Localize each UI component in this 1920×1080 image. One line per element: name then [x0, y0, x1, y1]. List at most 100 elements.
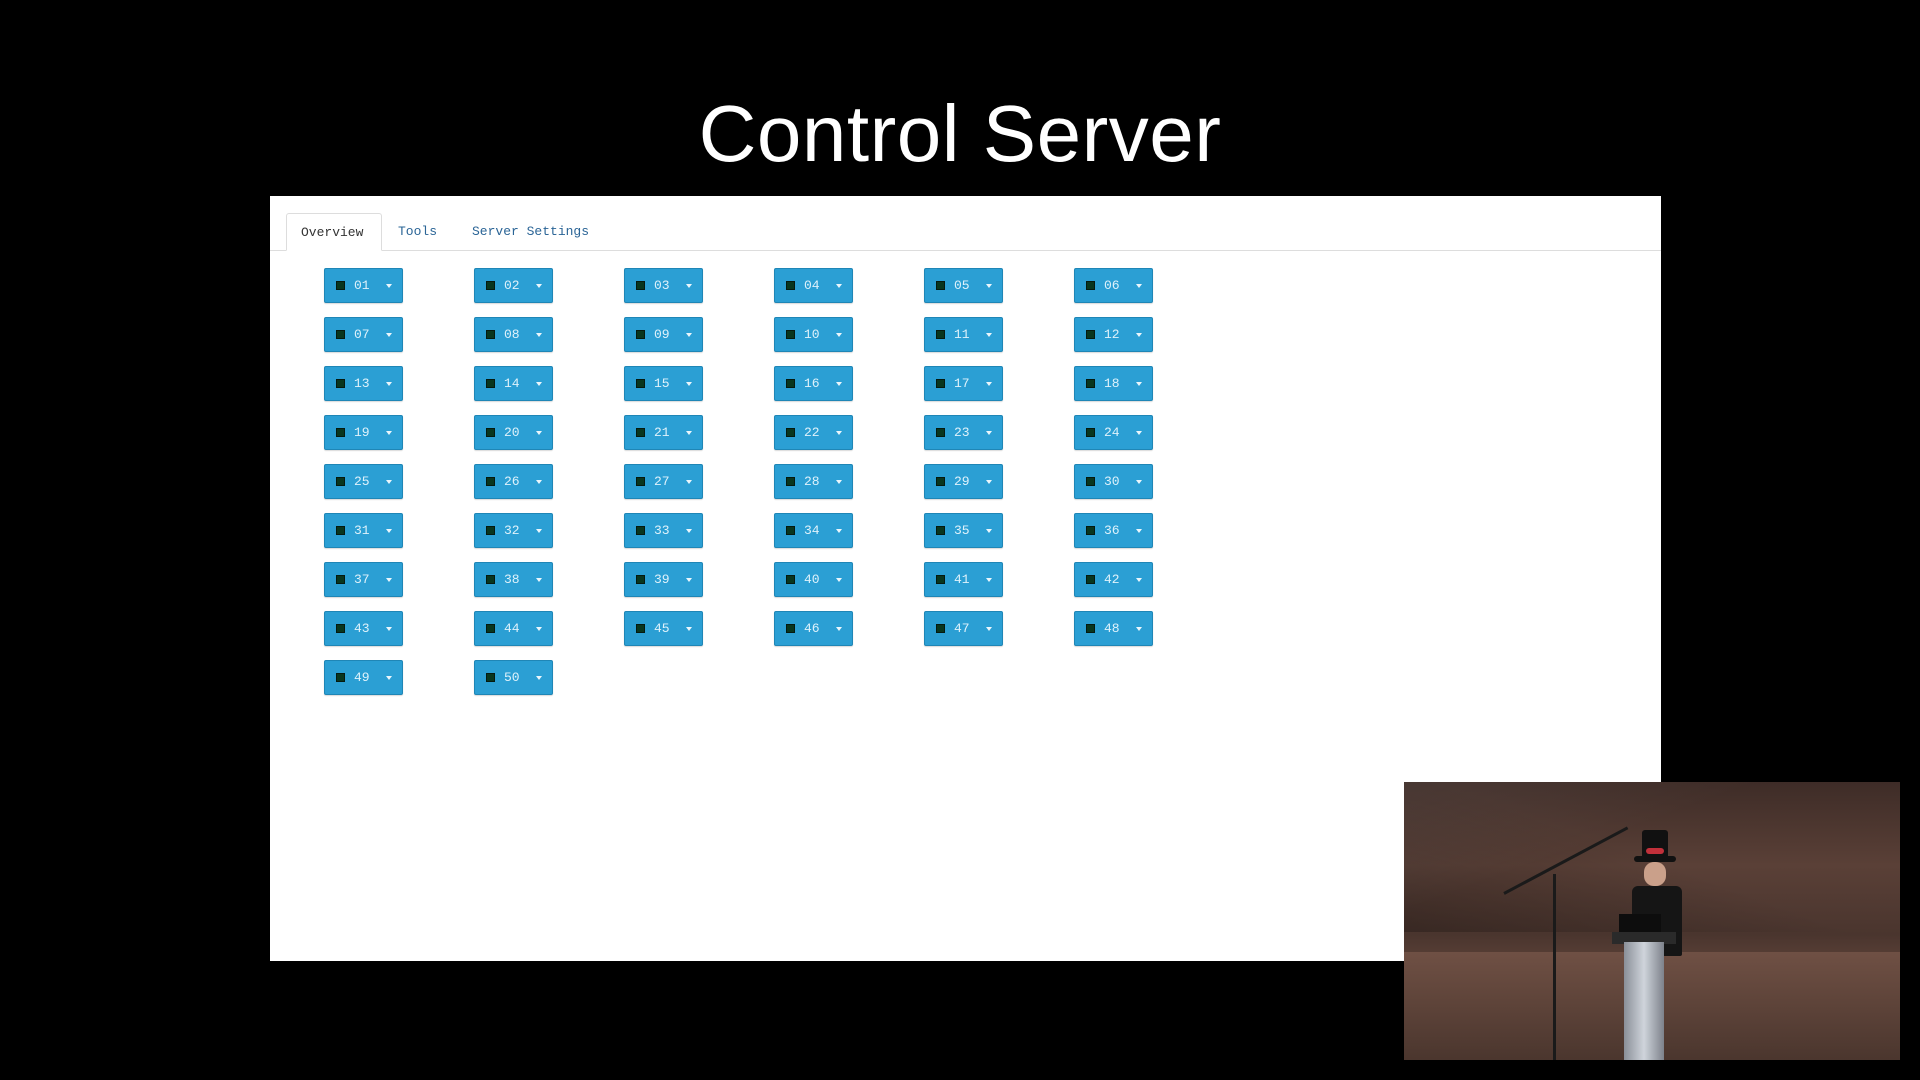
- caret-down-icon[interactable]: [386, 480, 392, 484]
- server-button-10[interactable]: 10: [774, 317, 853, 352]
- server-button-09[interactable]: 09: [624, 317, 703, 352]
- server-button-18[interactable]: 18: [1074, 366, 1153, 401]
- server-button-40[interactable]: 40: [774, 562, 853, 597]
- caret-down-icon[interactable]: [1136, 529, 1142, 533]
- server-button-38[interactable]: 38: [474, 562, 553, 597]
- server-button-20[interactable]: 20: [474, 415, 553, 450]
- caret-down-icon[interactable]: [836, 627, 842, 631]
- caret-down-icon[interactable]: [836, 382, 842, 386]
- server-button-46[interactable]: 46: [774, 611, 853, 646]
- server-button-48[interactable]: 48: [1074, 611, 1153, 646]
- server-button-33[interactable]: 33: [624, 513, 703, 548]
- caret-down-icon[interactable]: [536, 480, 542, 484]
- server-button-05[interactable]: 05: [924, 268, 1003, 303]
- caret-down-icon[interactable]: [836, 284, 842, 288]
- server-button-02[interactable]: 02: [474, 268, 553, 303]
- server-button-30[interactable]: 30: [1074, 464, 1153, 499]
- caret-down-icon[interactable]: [986, 578, 992, 582]
- server-button-41[interactable]: 41: [924, 562, 1003, 597]
- server-button-50[interactable]: 50: [474, 660, 553, 695]
- server-button-32[interactable]: 32: [474, 513, 553, 548]
- caret-down-icon[interactable]: [1136, 382, 1142, 386]
- caret-down-icon[interactable]: [536, 627, 542, 631]
- caret-down-icon[interactable]: [1136, 431, 1142, 435]
- server-button-04[interactable]: 04: [774, 268, 853, 303]
- caret-down-icon[interactable]: [986, 627, 992, 631]
- server-button-19[interactable]: 19: [324, 415, 403, 450]
- caret-down-icon[interactable]: [986, 431, 992, 435]
- caret-down-icon[interactable]: [836, 431, 842, 435]
- caret-down-icon[interactable]: [386, 431, 392, 435]
- server-button-25[interactable]: 25: [324, 464, 403, 499]
- caret-down-icon[interactable]: [686, 529, 692, 533]
- server-button-06[interactable]: 06: [1074, 268, 1153, 303]
- caret-down-icon[interactable]: [686, 431, 692, 435]
- server-button-43[interactable]: 43: [324, 611, 403, 646]
- caret-down-icon[interactable]: [536, 431, 542, 435]
- server-button-31[interactable]: 31: [324, 513, 403, 548]
- caret-down-icon[interactable]: [386, 529, 392, 533]
- caret-down-icon[interactable]: [386, 333, 392, 337]
- server-button-16[interactable]: 16: [774, 366, 853, 401]
- caret-down-icon[interactable]: [536, 382, 542, 386]
- server-button-23[interactable]: 23: [924, 415, 1003, 450]
- caret-down-icon[interactable]: [536, 676, 542, 680]
- server-button-27[interactable]: 27: [624, 464, 703, 499]
- caret-down-icon[interactable]: [1136, 333, 1142, 337]
- server-button-22[interactable]: 22: [774, 415, 853, 450]
- caret-down-icon[interactable]: [686, 333, 692, 337]
- caret-down-icon[interactable]: [986, 382, 992, 386]
- caret-down-icon[interactable]: [686, 627, 692, 631]
- server-button-39[interactable]: 39: [624, 562, 703, 597]
- caret-down-icon[interactable]: [386, 676, 392, 680]
- server-button-34[interactable]: 34: [774, 513, 853, 548]
- server-button-08[interactable]: 08: [474, 317, 553, 352]
- server-button-01[interactable]: 01: [324, 268, 403, 303]
- server-button-29[interactable]: 29: [924, 464, 1003, 499]
- server-button-44[interactable]: 44: [474, 611, 553, 646]
- server-button-36[interactable]: 36: [1074, 513, 1153, 548]
- caret-down-icon[interactable]: [386, 382, 392, 386]
- caret-down-icon[interactable]: [986, 480, 992, 484]
- server-button-21[interactable]: 21: [624, 415, 703, 450]
- server-button-24[interactable]: 24: [1074, 415, 1153, 450]
- caret-down-icon[interactable]: [836, 333, 842, 337]
- server-button-07[interactable]: 07: [324, 317, 403, 352]
- caret-down-icon[interactable]: [386, 284, 392, 288]
- server-button-03[interactable]: 03: [624, 268, 703, 303]
- caret-down-icon[interactable]: [836, 480, 842, 484]
- caret-down-icon[interactable]: [1136, 578, 1142, 582]
- server-button-12[interactable]: 12: [1074, 317, 1153, 352]
- caret-down-icon[interactable]: [686, 480, 692, 484]
- tab-overview[interactable]: Overview: [286, 213, 382, 251]
- caret-down-icon[interactable]: [536, 578, 542, 582]
- caret-down-icon[interactable]: [1136, 284, 1142, 288]
- caret-down-icon[interactable]: [836, 529, 842, 533]
- server-button-11[interactable]: 11: [924, 317, 1003, 352]
- caret-down-icon[interactable]: [686, 284, 692, 288]
- server-button-13[interactable]: 13: [324, 366, 403, 401]
- tab-tools[interactable]: Tools: [398, 224, 438, 239]
- caret-down-icon[interactable]: [536, 529, 542, 533]
- server-button-42[interactable]: 42: [1074, 562, 1153, 597]
- server-button-45[interactable]: 45: [624, 611, 703, 646]
- caret-down-icon[interactable]: [386, 627, 392, 631]
- server-button-17[interactable]: 17: [924, 366, 1003, 401]
- caret-down-icon[interactable]: [986, 284, 992, 288]
- caret-down-icon[interactable]: [1136, 480, 1142, 484]
- server-button-35[interactable]: 35: [924, 513, 1003, 548]
- caret-down-icon[interactable]: [836, 578, 842, 582]
- server-button-15[interactable]: 15: [624, 366, 703, 401]
- caret-down-icon[interactable]: [986, 529, 992, 533]
- server-button-49[interactable]: 49: [324, 660, 403, 695]
- server-button-28[interactable]: 28: [774, 464, 853, 499]
- caret-down-icon[interactable]: [986, 333, 992, 337]
- caret-down-icon[interactable]: [386, 578, 392, 582]
- caret-down-icon[interactable]: [686, 382, 692, 386]
- caret-down-icon[interactable]: [536, 333, 542, 337]
- tab-server-settings[interactable]: Server Settings: [472, 224, 590, 239]
- server-button-26[interactable]: 26: [474, 464, 553, 499]
- server-button-47[interactable]: 47: [924, 611, 1003, 646]
- caret-down-icon[interactable]: [686, 578, 692, 582]
- server-button-14[interactable]: 14: [474, 366, 553, 401]
